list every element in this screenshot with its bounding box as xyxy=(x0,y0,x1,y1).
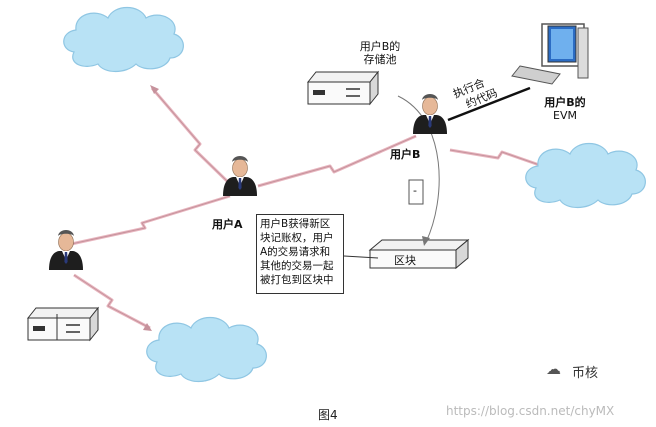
figure-caption: 图4 xyxy=(318,408,338,422)
wechat-icon: ☁ xyxy=(546,360,561,378)
note-box: 用户B获得新区 块记账权，用户 A的交易请求和 其他的交易一起 被打包到区块中 xyxy=(256,214,344,294)
note-line: 其他的交易一起 xyxy=(260,260,334,272)
computer-icon xyxy=(511,23,589,85)
storage-pool-server xyxy=(307,71,379,105)
block-box xyxy=(368,238,470,270)
note-line: A的交易请求和 xyxy=(260,246,331,258)
small-tag-box xyxy=(408,179,424,205)
cloud-bottom xyxy=(146,316,267,383)
execute-contract-label: 执行合 约代码 xyxy=(451,72,500,113)
userB-person-icon xyxy=(412,93,448,135)
watermark: https://blog.csdn.net/chyMX xyxy=(446,404,615,418)
userA-person-icon xyxy=(222,155,258,197)
user-left-person-icon xyxy=(48,229,84,271)
userA-label: 用户A xyxy=(212,218,243,231)
brand-label: 币核 xyxy=(572,366,599,381)
userA-server xyxy=(27,307,99,341)
link-arrowheads xyxy=(60,85,551,331)
note-line: 块记账权，用户 xyxy=(260,232,334,244)
cloud-top-left xyxy=(63,6,184,73)
note-line: 被打包到区块中 xyxy=(260,274,334,286)
contract-link xyxy=(447,86,531,122)
storage-to-block-arrow xyxy=(397,95,440,243)
userB-label: 用户B xyxy=(390,148,421,161)
small-tag-label: - xyxy=(413,184,417,197)
userB-evm-label: 用户B的 EVM xyxy=(544,96,586,122)
cloud-right xyxy=(525,142,646,209)
userB-storage-label: 用户B的 存储池 xyxy=(359,40,401,66)
note-line: 用户B获得新区 xyxy=(260,218,331,230)
block-label: 区块 xyxy=(394,254,416,267)
